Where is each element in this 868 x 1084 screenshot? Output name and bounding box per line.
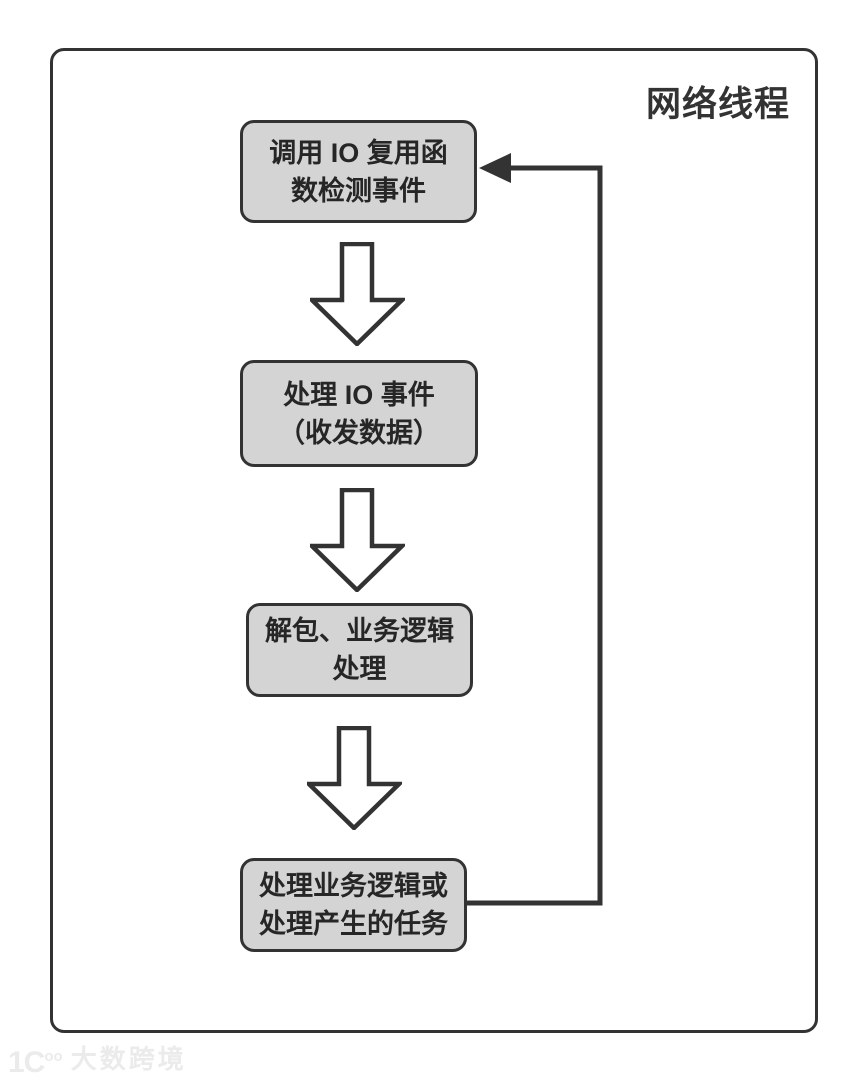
flow-node-unpack-business-logic: 解包、业务逻辑 处理 [246,603,473,697]
watermark-brand-text: 大数跨境 [70,1044,187,1074]
block-arrow-down-icon [307,726,402,830]
flow-node-handle-io-events: 处理 IO 事件 （收发数据） [240,360,478,467]
flow-node-call-io-multiplex: 调用 IO 复用函 数检测事件 [240,120,477,223]
diagram-title: 网络线程 [646,85,791,124]
watermark: 1Ϲoo 大数跨境 [8,1042,187,1078]
block-arrow-down-icon [310,242,405,346]
diagram-frame [50,48,818,1033]
watermark-logo: 1Ϲoo [8,1046,63,1079]
flow-node-handle-generated-tasks: 处理业务逻辑或 处理产生的任务 [240,858,467,952]
block-arrow-down-icon [310,488,405,592]
